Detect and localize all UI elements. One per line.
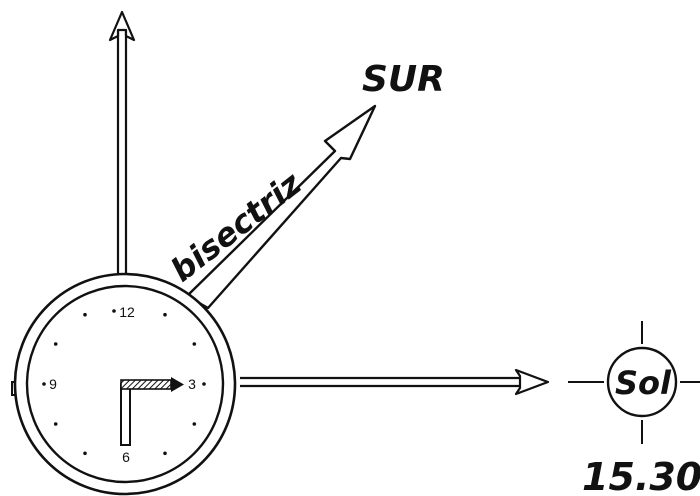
twelve-oclock-arrow bbox=[110, 12, 134, 278]
wristwatch: 12 3 6 9 bbox=[12, 274, 235, 494]
sun-direction-arrow bbox=[240, 370, 548, 394]
south-label: SUR bbox=[362, 59, 445, 100]
numeral-3: 3 bbox=[188, 376, 196, 392]
hour-hand bbox=[121, 377, 184, 392]
numeral-dot bbox=[42, 382, 46, 386]
numeral-9: 9 bbox=[49, 376, 57, 392]
time-label: 15.30 bbox=[582, 455, 700, 496]
hour-dot bbox=[163, 313, 167, 317]
numeral-dot bbox=[202, 382, 206, 386]
hour-dot bbox=[54, 342, 58, 346]
numeral-6: 6 bbox=[122, 449, 130, 465]
numeral-12: 12 bbox=[119, 304, 135, 320]
hour-dot bbox=[193, 422, 197, 426]
numeral-dot bbox=[112, 309, 116, 313]
sun-label: Sol bbox=[615, 364, 672, 402]
hour-dot bbox=[83, 313, 87, 317]
hour-dot bbox=[163, 452, 167, 456]
minute-hand bbox=[121, 384, 130, 445]
hour-dot bbox=[83, 452, 87, 456]
sun-symbol: Sol bbox=[568, 321, 700, 444]
hour-dot bbox=[193, 342, 197, 346]
hour-dot bbox=[54, 422, 58, 426]
